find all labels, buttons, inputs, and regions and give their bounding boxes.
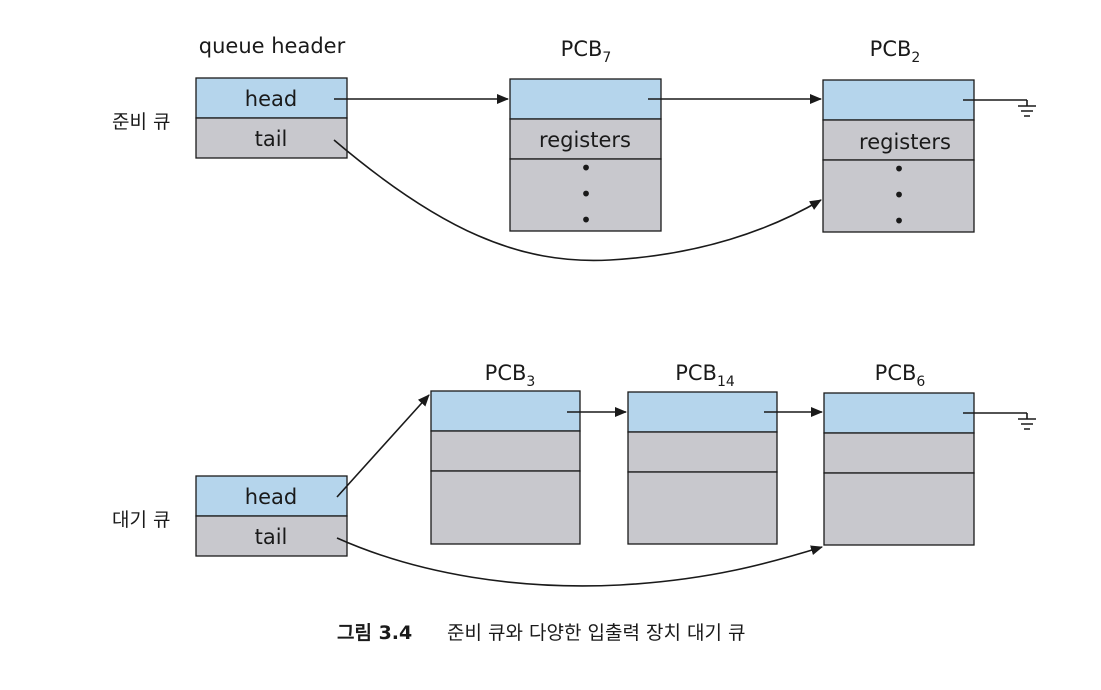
pcb-6-node: PCB6: [823, 361, 975, 546]
ready-queue-label: 준비 큐: [112, 111, 170, 133]
ready-tail-label: tail: [255, 127, 288, 151]
pcb-3-field-2: [430, 430, 581, 472]
queue-header-title: queue header: [199, 34, 346, 58]
device-head-cell: [195, 475, 348, 517]
device-tail-cell: [195, 515, 348, 557]
pcb-3-node: PCB3: [430, 361, 581, 545]
pcb-2-ellipsis-1: •: [893, 157, 905, 181]
pcb-7-ellipsis-1: •: [580, 156, 592, 180]
device-queue-label: 대기 큐: [112, 509, 170, 531]
pcb-7-node: PCB7 registers • • •: [509, 37, 662, 232]
ready-queue-header: head tail: [195, 77, 348, 159]
ready-head-label: head: [245, 87, 297, 111]
pcb-3-title: PCB3: [485, 361, 536, 390]
pcb-7-title: PCB7: [561, 37, 612, 66]
pcb-14-title: PCB14: [675, 361, 735, 390]
pcb-6-null-ground-icon: [963, 412, 1036, 430]
figure-number: 그림 3.4: [337, 622, 412, 644]
pcb-7-registers-label: registers: [539, 128, 631, 152]
pcb-2-registers-label: registers: [859, 130, 951, 154]
pcb-7-registers-field: [509, 118, 662, 160]
device-head-label: head: [245, 485, 297, 509]
device-queue-header: head tail: [195, 475, 348, 557]
pcb-14-body: [627, 471, 778, 545]
device-tail-label: tail: [255, 525, 288, 549]
ready-tail-to-pcb-2-arrow: [333, 139, 822, 262]
device-tail-to-pcb-6-arrow: [336, 537, 823, 587]
pcb-2-title: PCB2: [870, 37, 921, 66]
pcb-3-pointer-field: [430, 390, 581, 432]
device-head-to-pcb-3-arrow: [336, 394, 430, 498]
pcb-7-pointer-field: [509, 78, 662, 120]
pcb-14-pointer-field: [627, 391, 778, 433]
pcb-6-title: PCB6: [875, 361, 926, 390]
pcb-7-body: [509, 158, 662, 232]
pcb-7-ellipsis-2: •: [580, 182, 592, 206]
pcb-2-ellipsis-3: •: [893, 209, 905, 233]
pcb-6-body: [823, 472, 975, 546]
ready-head-cell: [195, 77, 348, 119]
pcb-14-node: PCB14: [627, 361, 778, 545]
pcb-7-ellipsis-3: •: [580, 208, 592, 232]
figure-caption: 그림 3.4 준비 큐와 다양한 입출력 장치 대기 큐: [337, 622, 745, 644]
pcb-2-pointer-field: [822, 79, 975, 121]
pcb-6-pointer-field: [823, 392, 975, 434]
pcb-2-body: [822, 159, 975, 233]
pcb-14-field-2: [627, 431, 778, 473]
pcb-3-body: [430, 470, 581, 545]
pcb-2-ellipsis-2: •: [893, 183, 905, 207]
pcb-2-node: PCB2 registers • • •: [822, 37, 975, 233]
figure-caption-text: 준비 큐와 다양한 입출력 장치 대기 큐: [447, 622, 745, 644]
pcb-2-null-ground-icon: [963, 99, 1036, 117]
ready-tail-cell: [195, 117, 348, 159]
pcb-6-field-2: [823, 432, 975, 474]
